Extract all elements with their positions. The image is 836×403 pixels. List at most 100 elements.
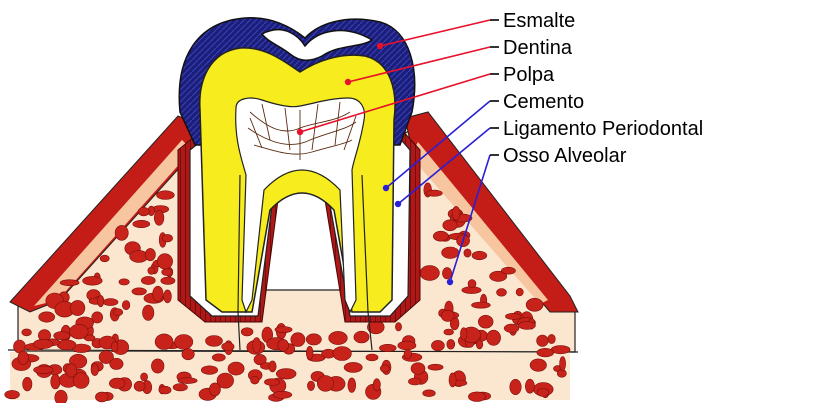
bone-cell [264, 379, 279, 386]
bone-cell [60, 280, 79, 286]
bone-cell [428, 364, 443, 370]
bone-cell [55, 390, 67, 403]
bone-cell [497, 289, 507, 297]
bone-cell [307, 381, 314, 391]
bone-cell [464, 249, 471, 257]
leader-dot-alveolar-bone [447, 279, 453, 285]
bone-cell [426, 190, 442, 196]
bone-cell [157, 254, 172, 269]
bone-cell [433, 231, 448, 241]
bone-cell [201, 366, 217, 375]
bone-cell [138, 207, 149, 216]
bone-cell [162, 269, 173, 276]
bone-cell [209, 383, 220, 396]
bone-cell [103, 299, 118, 306]
bone-cell [431, 340, 444, 350]
bone-cell [70, 300, 85, 315]
bone-cell [472, 251, 487, 260]
label-alveolar-bone: Osso Alveolar [503, 145, 627, 167]
bone-cell [537, 389, 549, 397]
bone-cell [291, 333, 305, 347]
bone-cell [548, 334, 555, 343]
bone-cell [404, 350, 412, 359]
bone-cell [501, 267, 515, 274]
label-enamel: Esmalte [503, 10, 575, 32]
bone-cell [153, 286, 163, 301]
bone-cell [510, 379, 521, 394]
bone-cell [306, 334, 321, 345]
label-pulp: Polpa [503, 64, 555, 86]
bone-cell [51, 374, 60, 389]
bone-cell [95, 392, 108, 402]
bone-cell [148, 267, 155, 274]
bone-cell [442, 247, 459, 258]
bone-cell [348, 378, 356, 393]
bone-cell [420, 266, 439, 281]
bone-cell [23, 377, 32, 391]
bone-cell [151, 359, 164, 373]
bone-cell [476, 340, 483, 349]
bone-cell [452, 206, 460, 220]
bone-cell [468, 392, 485, 402]
bone-cell [398, 341, 416, 350]
bone-cell [444, 329, 454, 335]
bone-cell [460, 328, 467, 340]
bone-cell [253, 338, 261, 353]
bone-cell [134, 381, 145, 391]
bone-cell [472, 302, 491, 308]
bone-cell [560, 357, 566, 371]
bone-cell [379, 344, 396, 351]
bone-cell [395, 323, 401, 331]
bone-cell [526, 298, 543, 311]
bone-cell [373, 379, 380, 391]
bone-cell [162, 234, 172, 242]
bone-cell [154, 210, 164, 225]
bone-cell [178, 378, 197, 384]
bone-cell [110, 358, 123, 369]
bone-cell [442, 268, 451, 279]
bone-cell [276, 369, 296, 380]
bone-cell [83, 276, 103, 285]
leader-dot-periodontal-ligament [395, 201, 401, 207]
bone-cell [69, 324, 88, 339]
bone-cell [241, 328, 253, 336]
bone-cell [111, 341, 118, 352]
bone-cell [333, 347, 352, 361]
bone-cell [157, 191, 175, 200]
bone-cell [447, 339, 455, 349]
bone-cell [145, 248, 155, 260]
bone-cell [269, 361, 276, 372]
bone-cell [132, 288, 147, 295]
bone-cell [408, 378, 421, 385]
leader-dot-enamel [377, 43, 383, 49]
bone-cell [329, 331, 348, 344]
bone-cell [380, 365, 389, 372]
bone-cell [100, 255, 109, 262]
label-dentin: Dentina [503, 37, 573, 59]
bone-cell [273, 391, 292, 398]
bone-cell [98, 295, 104, 306]
leader-dot-cementum [383, 185, 389, 191]
bone-cell [173, 384, 187, 391]
bone-cell [33, 339, 53, 348]
bone-cell [143, 305, 154, 320]
bone-cell [119, 279, 129, 285]
bone-cell [109, 378, 125, 388]
bone-cell [164, 290, 172, 303]
bone-cell [141, 276, 155, 284]
bone-cell [113, 309, 123, 316]
bone-cell [516, 288, 523, 296]
bone-cell [155, 334, 173, 350]
bone-cell [22, 329, 32, 336]
bone-cell [5, 390, 20, 398]
bone-cell [222, 343, 234, 351]
bone-cell [443, 220, 457, 231]
bone-cell [175, 335, 193, 350]
bone-cell [275, 327, 292, 333]
bone-cell [306, 346, 313, 359]
bone-cell [317, 376, 333, 392]
bone-cell [122, 301, 130, 310]
bone-cell [537, 348, 554, 357]
bone-cell [182, 349, 194, 360]
bone-cell [91, 364, 99, 376]
